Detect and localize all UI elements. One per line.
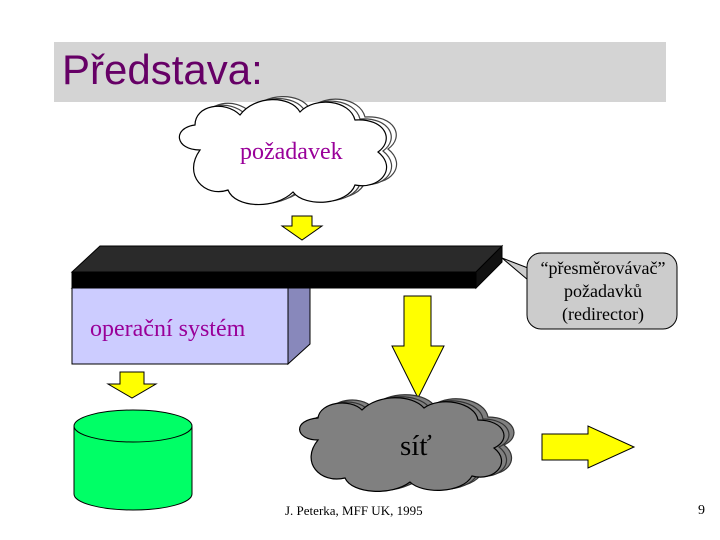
request-down-arrow: [280, 215, 324, 241]
request-cloud: [178, 96, 398, 206]
request-label: požadavek: [240, 139, 343, 165]
redirector-bar: [70, 244, 504, 290]
callout-pointer: [501, 257, 529, 281]
os-label: operační systém: [90, 316, 246, 342]
network-down-arrow: [391, 295, 445, 400]
disk-cylinder: [73, 409, 193, 511]
disk-down-arrow: [106, 371, 158, 399]
network-label: síť: [400, 430, 432, 462]
redirector-callout: [526, 252, 678, 330]
network-cloud: [299, 394, 515, 492]
right-arrow: [541, 425, 636, 469]
redirector-label: “přesměrovávač” požadavků (redirector): [540, 258, 666, 324]
page-number: 9: [698, 503, 705, 518]
slide-title: Představa:: [62, 46, 263, 93]
title-bar: Představa:: [54, 42, 666, 102]
footer-text: J. Peterka, MFF UK, 1995: [285, 503, 423, 518]
